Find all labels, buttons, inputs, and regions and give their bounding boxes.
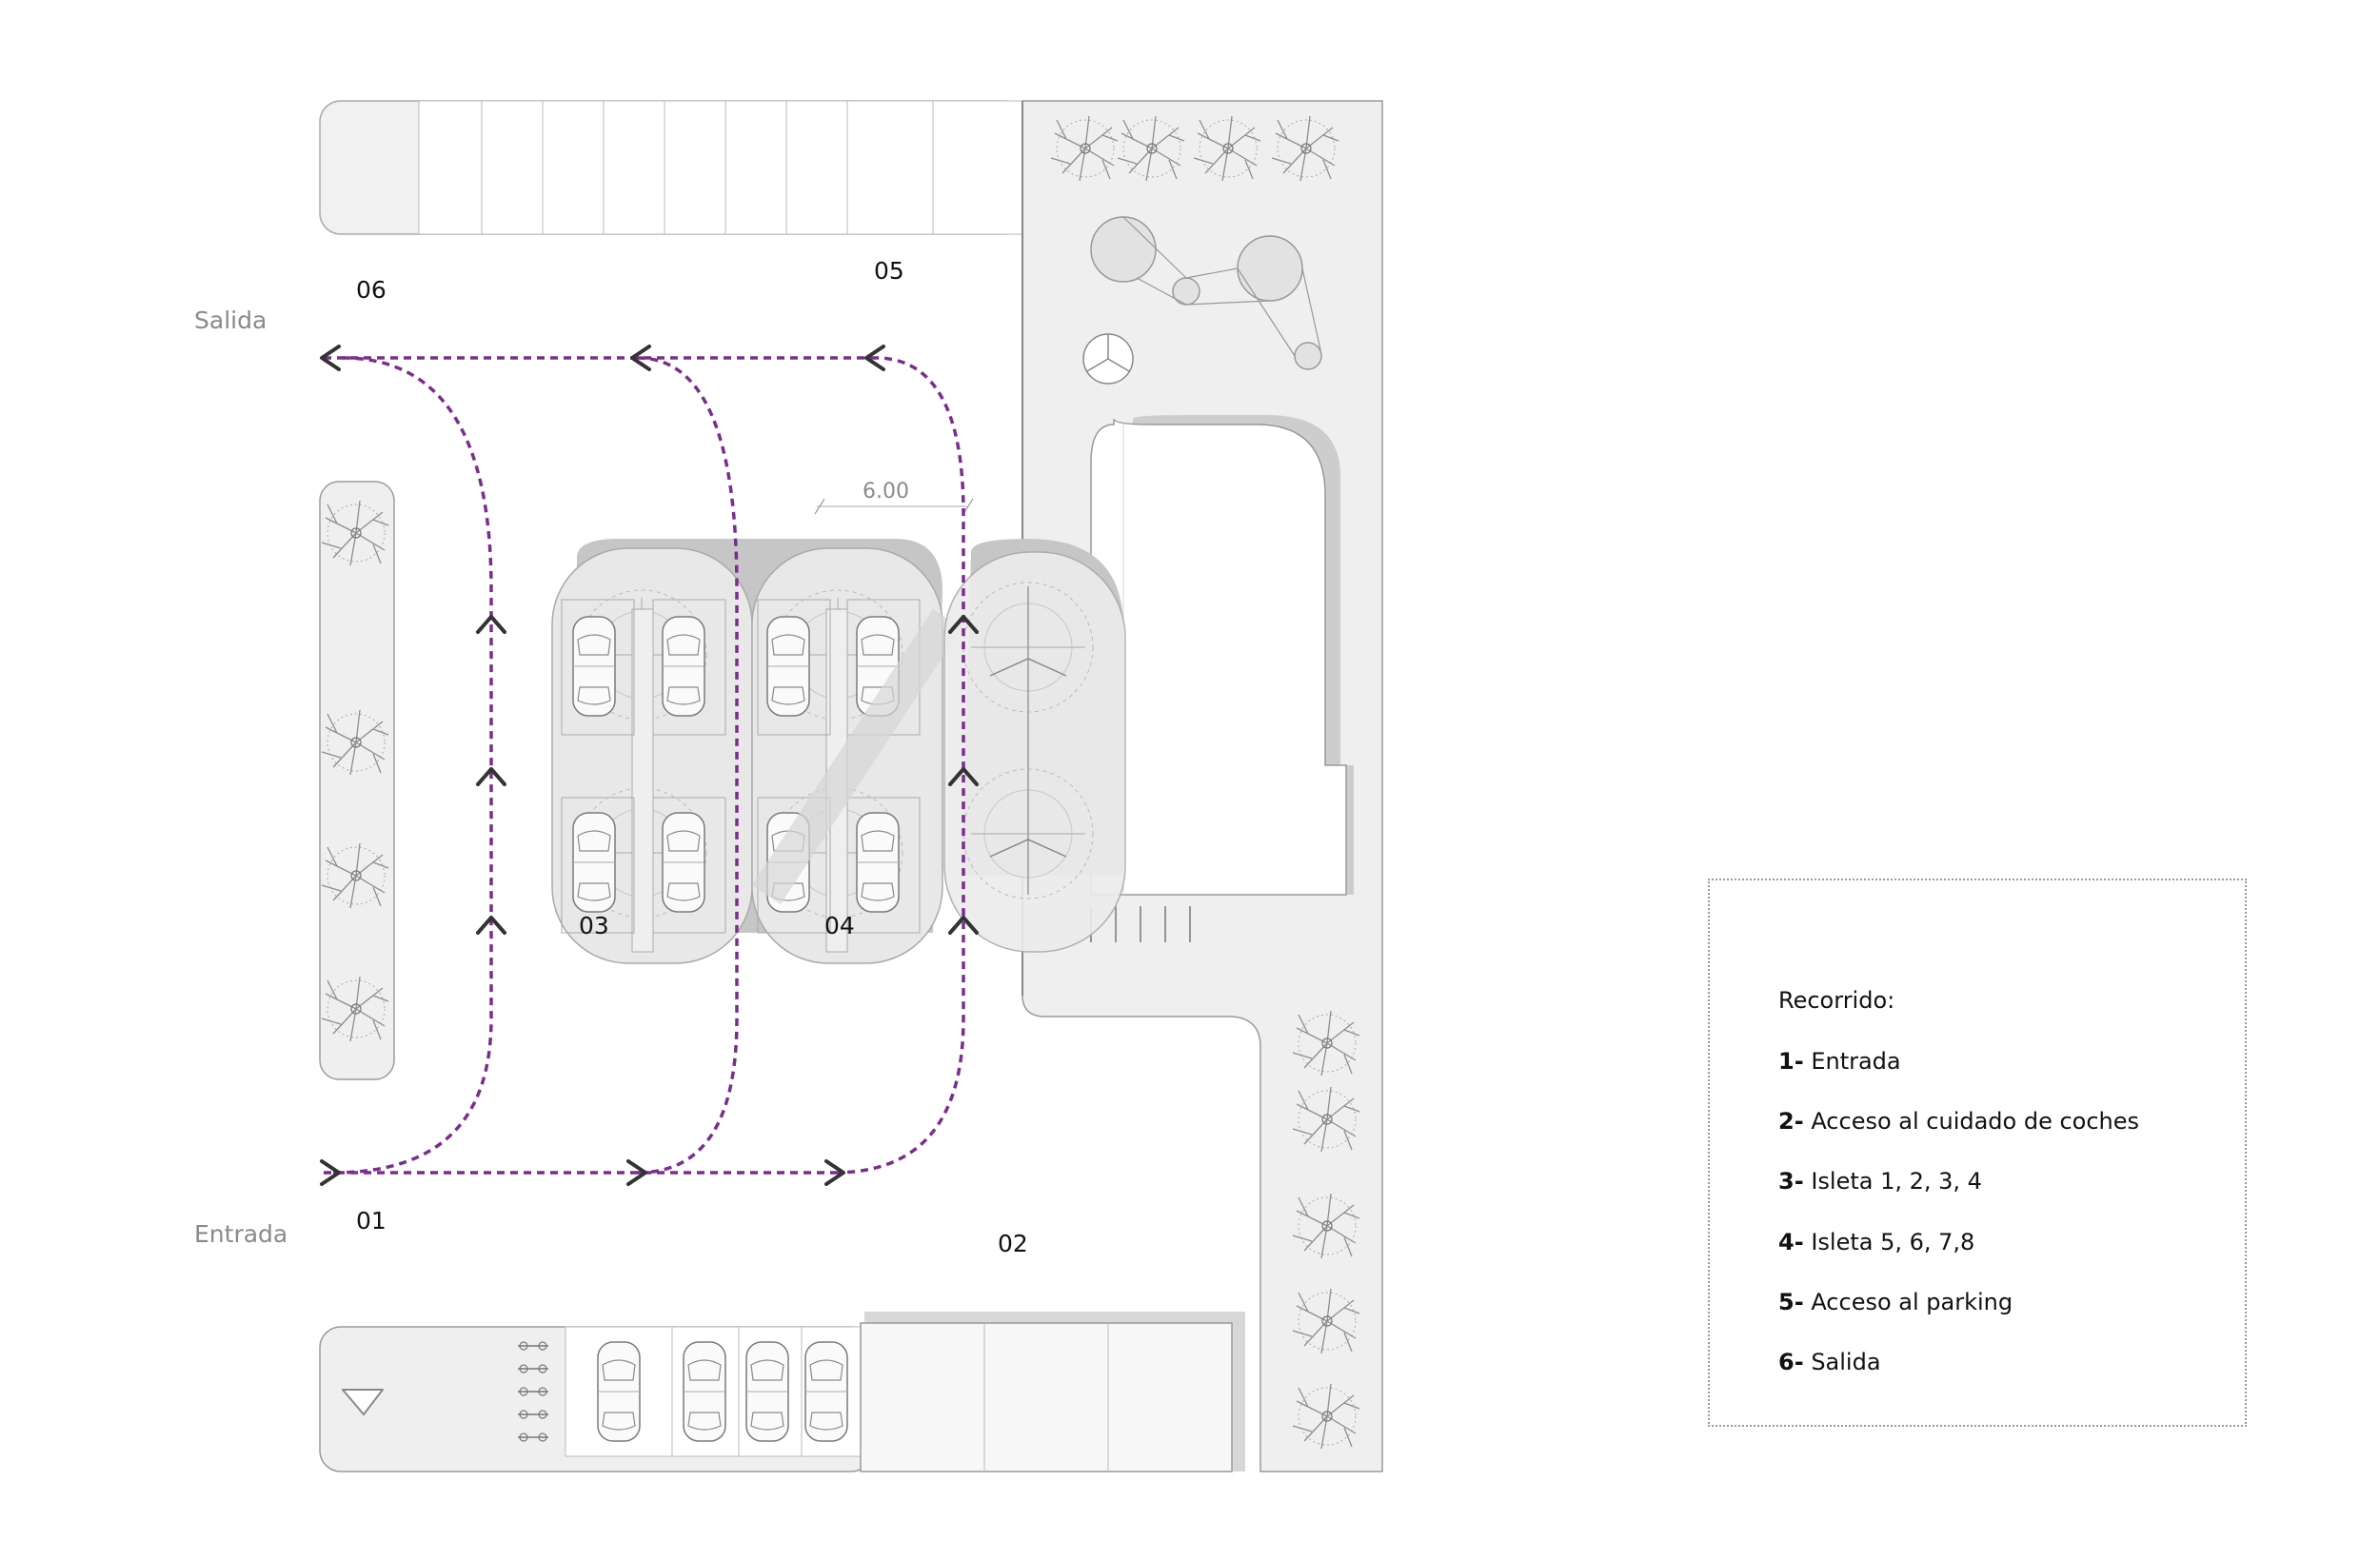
island-03	[551, 547, 753, 964]
legend-item: 2- Acceso al cuidado de coches	[1778, 1108, 2140, 1135]
label-05: 05	[874, 257, 904, 285]
salida-label: Salida	[194, 306, 268, 334]
legend-item: 3- Isleta 1, 2, 3, 4	[1778, 1168, 1982, 1195]
left-planter	[319, 481, 395, 1080]
route-path	[324, 356, 965, 1175]
entrada-label: Entrada	[194, 1220, 288, 1248]
label-04: 04	[824, 912, 855, 939]
tree-cluster-top	[1050, 115, 1339, 370]
legend-item: 5- Acceso al parking	[1778, 1289, 2013, 1315]
island-04	[751, 547, 962, 964]
label-02: 02	[998, 1230, 1028, 1257]
legend-item: 4- Isleta 5, 6, 7,8	[1778, 1229, 1975, 1255]
legend-title: Recorrido:	[1778, 987, 1895, 1014]
lower-parking-strip	[319, 1312, 1245, 1472]
label-01: 01	[356, 1207, 387, 1235]
island-service	[943, 551, 1126, 953]
label-03: 03	[579, 912, 609, 939]
label-06: 06	[356, 276, 387, 304]
legend-item: 1- Entrada	[1778, 1048, 1901, 1075]
legend-item: 6- Salida	[1778, 1349, 1881, 1375]
dimension-label: 6.00	[863, 480, 909, 504]
upper-parking-strip	[319, 100, 1027, 235]
right-site-area	[1021, 100, 1383, 1472]
legend-box: Recorrido: 1- Entrada 2- Acceso al cuida…	[1708, 879, 2247, 1427]
route-arrows	[320, 345, 979, 1186]
compass-icon	[1082, 333, 1134, 385]
